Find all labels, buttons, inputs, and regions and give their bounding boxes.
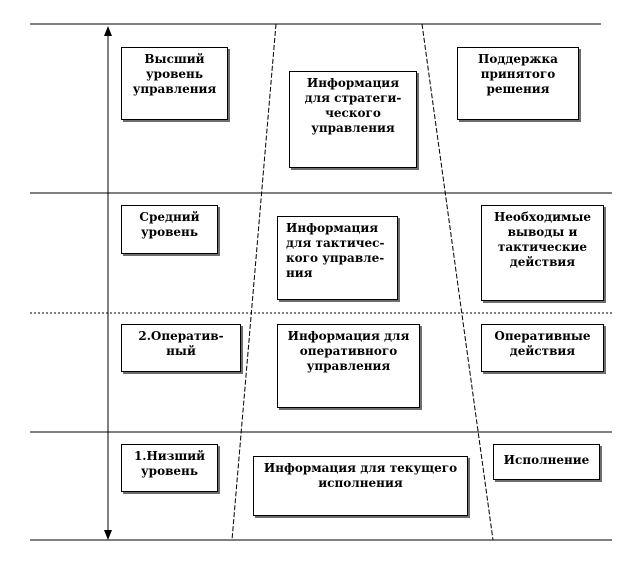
information-box-operational: Информация для оперативного управления (277, 324, 420, 408)
level-box-top: Высший уровень управления (121, 47, 228, 120)
level-box-operational: 2.Оператив- ный (121, 324, 241, 372)
information-box-execution: Информация для текущего исполнения (253, 456, 468, 516)
level-box-middle: Средний уровень (121, 205, 218, 254)
action-box-execution: Исполнение (493, 444, 600, 480)
action-box-operational: Оперативные действия (481, 324, 604, 372)
funnel-right-edge (421, 23, 494, 541)
arrow-up-icon (104, 26, 112, 36)
information-box-tactical: Информация для тактичес- кого управле- н… (277, 216, 398, 300)
action-box-tactical: Необходимые выводы и тактические действи… (481, 205, 604, 301)
funnel-left-edge (231, 23, 277, 541)
information-box-strategic: Информация для стратеги- ческого управле… (289, 71, 417, 168)
arrow-down-icon (104, 530, 112, 540)
action-box-support: Поддержка принятого решения (457, 47, 579, 120)
level-box-lowest: 1.Низший уровень (121, 444, 218, 492)
